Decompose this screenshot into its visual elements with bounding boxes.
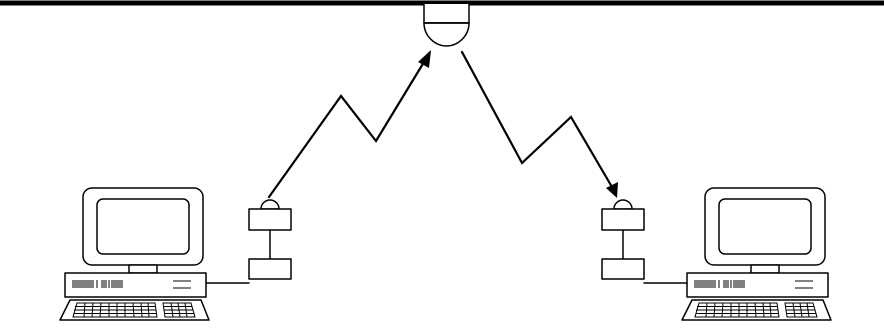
left-computer (59, 187, 210, 321)
right-transceiver (601, 199, 645, 280)
ceiling-transceiver (423, 4, 470, 47)
left-transceiver (248, 199, 292, 280)
right-computer (681, 187, 832, 321)
uplink-arrow (267, 50, 431, 199)
downlink-arrow (460, 50, 618, 198)
